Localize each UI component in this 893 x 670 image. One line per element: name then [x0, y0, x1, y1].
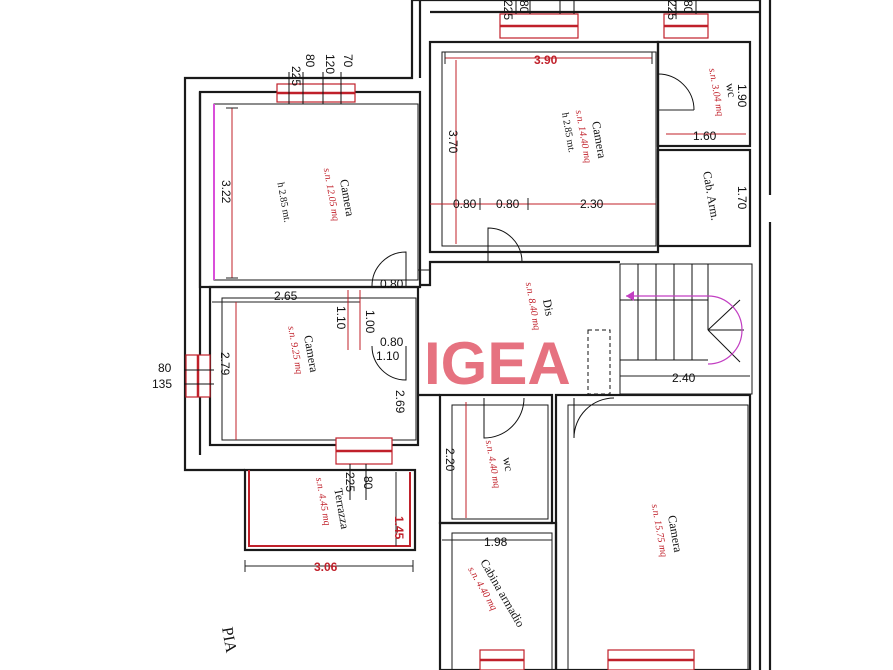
svg-text:80: 80	[681, 0, 695, 14]
svg-text:Camera: Camera	[301, 334, 321, 374]
room-dis	[418, 260, 620, 397]
dim-279: 2.79	[218, 302, 237, 440]
svg-text:0.80: 0.80	[380, 277, 404, 291]
dim-220: 2.20	[443, 402, 467, 518]
svg-text:Camera: Camera	[337, 178, 357, 218]
label-cab-arm: Cab. Arm.	[700, 170, 722, 221]
igea-watermark: IGEA	[424, 330, 571, 397]
svg-text:135: 135	[152, 377, 172, 391]
label-camera-se: Camera s.n. 15.75 mq	[649, 503, 686, 558]
window-dim-225: 225	[289, 66, 303, 86]
svg-text:1.90: 1.90	[735, 84, 749, 108]
window-bottom-se	[607, 649, 695, 670]
svg-text:80: 80	[361, 476, 375, 490]
svg-text:2.30: 2.30	[580, 197, 604, 211]
dim-190: 1.90	[735, 84, 749, 108]
room-camera-se	[554, 393, 752, 670]
svg-text:1.10: 1.10	[334, 306, 348, 330]
svg-text:h 2.85 mt.: h 2.85 mt.	[275, 181, 293, 223]
window-dim-70: 70	[341, 54, 355, 68]
svg-text:s.n. 3.04 mq: s.n. 3.04 mq	[706, 67, 725, 117]
svg-text:s.n. 15.75 mq: s.n. 15.75 mq	[649, 503, 669, 558]
svg-text:3.06: 3.06	[314, 560, 338, 574]
svg-text:s.n. 9.25 mq: s.n. 9.25 mq	[285, 325, 304, 375]
svg-text:225: 225	[501, 0, 515, 20]
label-camera-ne: Camera s.n. 14.40 mq h 2.85 mt.	[559, 109, 609, 164]
room-cab-arm	[656, 148, 752, 248]
dim-370: 3.70	[446, 60, 460, 244]
svg-text:3.22: 3.22	[219, 180, 233, 204]
window-dim-80: 80	[303, 54, 317, 68]
window-top-wc: 225 80	[663, 0, 709, 39]
dim-row-080-230: 0.80 0.80 2.30	[430, 197, 657, 211]
dim-145: 1.45	[392, 472, 406, 546]
room-terrazza	[243, 468, 417, 552]
svg-text:0.80: 0.80	[496, 197, 520, 211]
svg-text:IGEA: IGEA	[424, 330, 571, 397]
svg-text:s.n. 12.05 mq: s.n. 12.05 mq	[321, 167, 341, 222]
floor-label: PIA	[218, 626, 239, 655]
dim-390: 3.90	[444, 52, 653, 67]
window-bottom-w: 225 80	[335, 437, 393, 500]
svg-text:1.60: 1.60	[693, 129, 717, 143]
dim-265: 2.65	[212, 289, 360, 303]
svg-text:3.90: 3.90	[534, 53, 558, 67]
svg-text:2.20: 2.20	[443, 448, 457, 472]
dim-322: 3.22	[219, 107, 238, 279]
svg-text:1.00: 1.00	[363, 310, 377, 334]
label-dis: Dis s.n. 8.40 mq	[523, 281, 557, 331]
svg-text:s.n. 14.40 mq: s.n. 14.40 mq	[573, 109, 593, 164]
label-camera-nw: Camera s.n. 12.05 mq h 2.85 mt.	[275, 167, 358, 223]
svg-text:Terrazza: Terrazza	[331, 487, 352, 531]
dim-269: 2.69	[393, 390, 407, 414]
door-camera-ne	[487, 227, 523, 263]
dim-198: 1.98	[442, 535, 552, 549]
svg-text:2.69: 2.69	[393, 390, 407, 414]
room-wc-ne	[656, 40, 752, 148]
window-top-nw: 225 80 120 70	[276, 54, 356, 104]
room-camera-ne	[428, 40, 660, 254]
svg-text:1.70: 1.70	[735, 186, 749, 210]
dim-170: 1.70	[735, 186, 749, 210]
svg-text:s.n. 8.40 mq: s.n. 8.40 mq	[523, 281, 542, 331]
dim-160: 1.60	[666, 129, 746, 143]
door-camera-nw	[371, 251, 407, 287]
window-dim-120: 120	[323, 54, 337, 74]
svg-text:2.65: 2.65	[274, 289, 298, 303]
svg-text:2.40: 2.40	[672, 371, 696, 385]
svg-text:Cab. Arm.: Cab. Arm.	[700, 170, 722, 221]
svg-text:2.79: 2.79	[218, 352, 232, 376]
window-bottom-cabina	[479, 649, 525, 670]
svg-text:0.80: 0.80	[380, 335, 404, 349]
svg-text:225: 225	[665, 0, 679, 20]
svg-text:1.10: 1.10	[376, 349, 400, 363]
svg-text:s.n. 4.45 mq: s.n. 4.45 mq	[313, 477, 332, 527]
svg-text:80: 80	[158, 361, 172, 375]
dim-240: 2.40	[620, 371, 750, 385]
svg-text:3.70: 3.70	[446, 130, 460, 154]
svg-text:Camera: Camera	[665, 514, 685, 554]
window-left-w: 80 135	[152, 354, 214, 398]
svg-text:Dis: Dis	[540, 298, 557, 317]
svg-text:1.98: 1.98	[484, 535, 508, 549]
svg-text:wc: wc	[500, 456, 516, 472]
label-camera-w: Camera s.n. 9.25 mq	[285, 325, 321, 375]
svg-text:Camera: Camera	[589, 120, 609, 160]
window-top-ne: 225 80	[499, 0, 579, 39]
dim-306: 3.06	[244, 560, 414, 574]
svg-text:wc: wc	[723, 82, 739, 98]
stairs	[587, 263, 753, 395]
svg-text:s.n. 4.40 mq: s.n. 4.40 mq	[483, 439, 502, 489]
svg-text:0.80: 0.80	[453, 197, 477, 211]
door-camera-w	[371, 345, 407, 381]
svg-text:225: 225	[343, 472, 357, 492]
dim-door-group: 1.10 1.00 0.80 0.80 1.10	[334, 277, 404, 363]
svg-text:1.45: 1.45	[392, 516, 406, 540]
svg-text:80: 80	[517, 0, 531, 14]
label-cabina: Cabina armadio s.n. 4.40 mq	[465, 557, 527, 630]
label-wc-s: wc s.n. 4.40 mq	[483, 439, 516, 489]
